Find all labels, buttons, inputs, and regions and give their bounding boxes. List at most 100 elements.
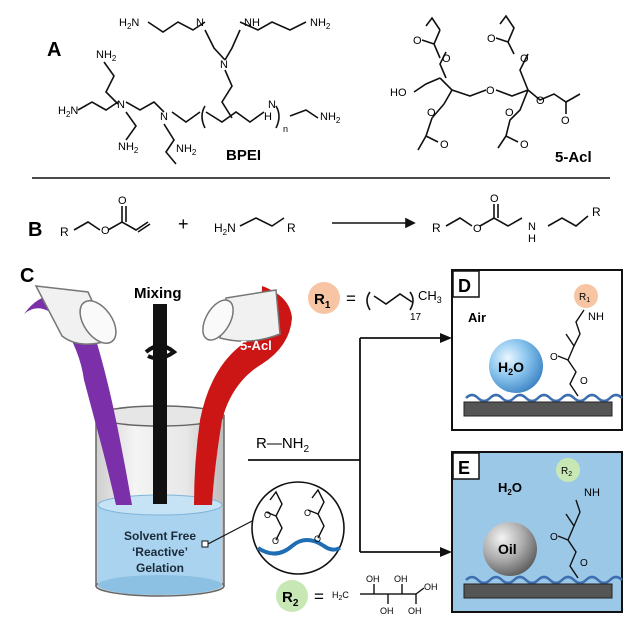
- svg-text:H2N: H2N: [214, 221, 236, 237]
- r2-equals: =: [314, 587, 324, 606]
- reaction-scheme: [73, 204, 589, 233]
- r2-graft-label: R2: [561, 466, 572, 478]
- svg-text:HO: HO: [390, 87, 407, 99]
- water-droplet: [489, 339, 543, 393]
- graft-o-e: O: [550, 532, 558, 543]
- r1-graft-badge: [574, 284, 598, 308]
- r1-badge: [308, 282, 340, 314]
- svg-text:R: R: [592, 205, 601, 219]
- svg-text:H: H: [528, 233, 536, 245]
- svg-text:O: O: [304, 508, 311, 518]
- graft-o2-e: O: [580, 558, 588, 569]
- svg-text:O: O: [473, 223, 482, 235]
- amine-branch: [248, 337, 442, 553]
- svg-text:O: O: [442, 53, 451, 65]
- air-label: Air: [468, 310, 486, 325]
- r2-badge: [276, 580, 308, 612]
- acl-pour: [194, 286, 292, 505]
- mixing-label: Mixing: [134, 285, 182, 302]
- svg-text:NH2: NH2: [320, 111, 341, 125]
- graft-nh-e: NH: [584, 487, 600, 499]
- coating-d: [465, 393, 623, 403]
- r1-graft-label: R1: [579, 292, 590, 304]
- svg-text:R: R: [60, 225, 69, 239]
- svg-text:O: O: [314, 534, 321, 544]
- oil-droplet: [483, 522, 537, 576]
- svg-text:NH2: NH2: [176, 143, 197, 157]
- bpei-labels: H2N N NH NH2 N NH2 H2N N N H N n NH2 NH2…: [58, 17, 341, 157]
- svg-text:O: O: [101, 225, 110, 237]
- svg-text:O: O: [486, 85, 495, 97]
- acl-cup-label: 5-Acl: [240, 338, 272, 353]
- acl-labels: O O O O HO O O O O O O O: [390, 33, 570, 151]
- svg-text:O: O: [118, 195, 127, 207]
- svg-text:O: O: [427, 107, 436, 119]
- water-label: H2O: [498, 480, 522, 497]
- coating-e: [465, 575, 623, 585]
- r2-labels: H2C OH OH OH OH OH: [332, 574, 438, 616]
- graft-chain-e: [557, 499, 581, 579]
- svg-text:‘Reactive’: ‘Reactive’: [132, 545, 188, 559]
- acl-name: 5-Acl: [555, 149, 592, 166]
- svg-text:O: O: [505, 107, 514, 119]
- svg-text:O: O: [272, 536, 279, 546]
- panel-b-label: B: [28, 219, 42, 241]
- svg-text:O: O: [487, 33, 496, 45]
- bpei-structure: [77, 21, 319, 165]
- svg-text:N: N: [117, 99, 125, 111]
- svg-text:Gelation: Gelation: [136, 561, 184, 575]
- svg-text:H2C: H2C: [332, 590, 349, 602]
- bpei-name: BPEI: [226, 147, 261, 164]
- oil-label: Oil: [498, 541, 517, 557]
- droplet-h2o: H2O: [498, 359, 524, 377]
- svg-text:H2N: H2N: [58, 105, 78, 119]
- svg-text:NH2: NH2: [310, 17, 331, 31]
- svg-text:O: O: [440, 139, 449, 151]
- gel-text: Solvent Free ‘Reactive’ Gelation: [124, 529, 196, 575]
- svg-text:OH: OH: [380, 606, 394, 616]
- svg-text:R: R: [432, 221, 441, 235]
- svg-text:O: O: [561, 115, 570, 127]
- svg-text:H2N: H2N: [119, 17, 139, 31]
- amine-label: R—NH2: [256, 435, 310, 455]
- substrate-e: [463, 583, 613, 599]
- panel-a-label: A: [47, 39, 61, 61]
- r1-ch3: CH3: [418, 288, 442, 305]
- svg-text:n: n: [283, 124, 288, 134]
- graft-o2-d: O: [580, 376, 588, 387]
- gel-volume: [97, 494, 223, 595]
- r1-label: R1: [314, 291, 331, 311]
- reaction-labels: R O O + H2N R R O O N H R: [60, 193, 601, 245]
- arrow-to-e: [440, 547, 452, 557]
- svg-text:NH2: NH2: [96, 49, 117, 63]
- panel-c-label: C: [20, 265, 34, 287]
- svg-text:O: O: [520, 139, 529, 151]
- svg-text:N: N: [220, 59, 228, 71]
- r2-graft-badge: [556, 458, 580, 482]
- svg-text:NH2: NH2: [118, 141, 139, 155]
- svg-text:O: O: [264, 510, 271, 520]
- r1-repeat: 17: [410, 312, 422, 323]
- r2-chain: [360, 584, 425, 604]
- panel-d-label: D: [458, 276, 471, 296]
- svg-text:O: O: [413, 35, 422, 47]
- panel-e-label: E: [458, 458, 470, 478]
- svg-text:N: N: [268, 99, 276, 111]
- svg-text:OH: OH: [408, 606, 422, 616]
- svg-text:Solvent Free: Solvent Free: [124, 529, 196, 543]
- bpei-pour: [24, 285, 132, 505]
- graft-o-d: O: [550, 352, 558, 363]
- svg-text:N: N: [196, 17, 204, 29]
- svg-text:OH: OH: [394, 574, 408, 584]
- svg-text:N: N: [160, 111, 168, 123]
- svg-text:+: +: [178, 214, 189, 234]
- svg-text:O: O: [536, 95, 545, 107]
- svg-text:O: O: [490, 193, 499, 205]
- r2-label: R2: [282, 589, 299, 609]
- stir-rod: [153, 304, 167, 504]
- svg-text:H: H: [264, 111, 272, 123]
- svg-text:NH: NH: [244, 17, 260, 29]
- svg-text:OH: OH: [424, 582, 438, 592]
- svg-text:R: R: [287, 221, 296, 235]
